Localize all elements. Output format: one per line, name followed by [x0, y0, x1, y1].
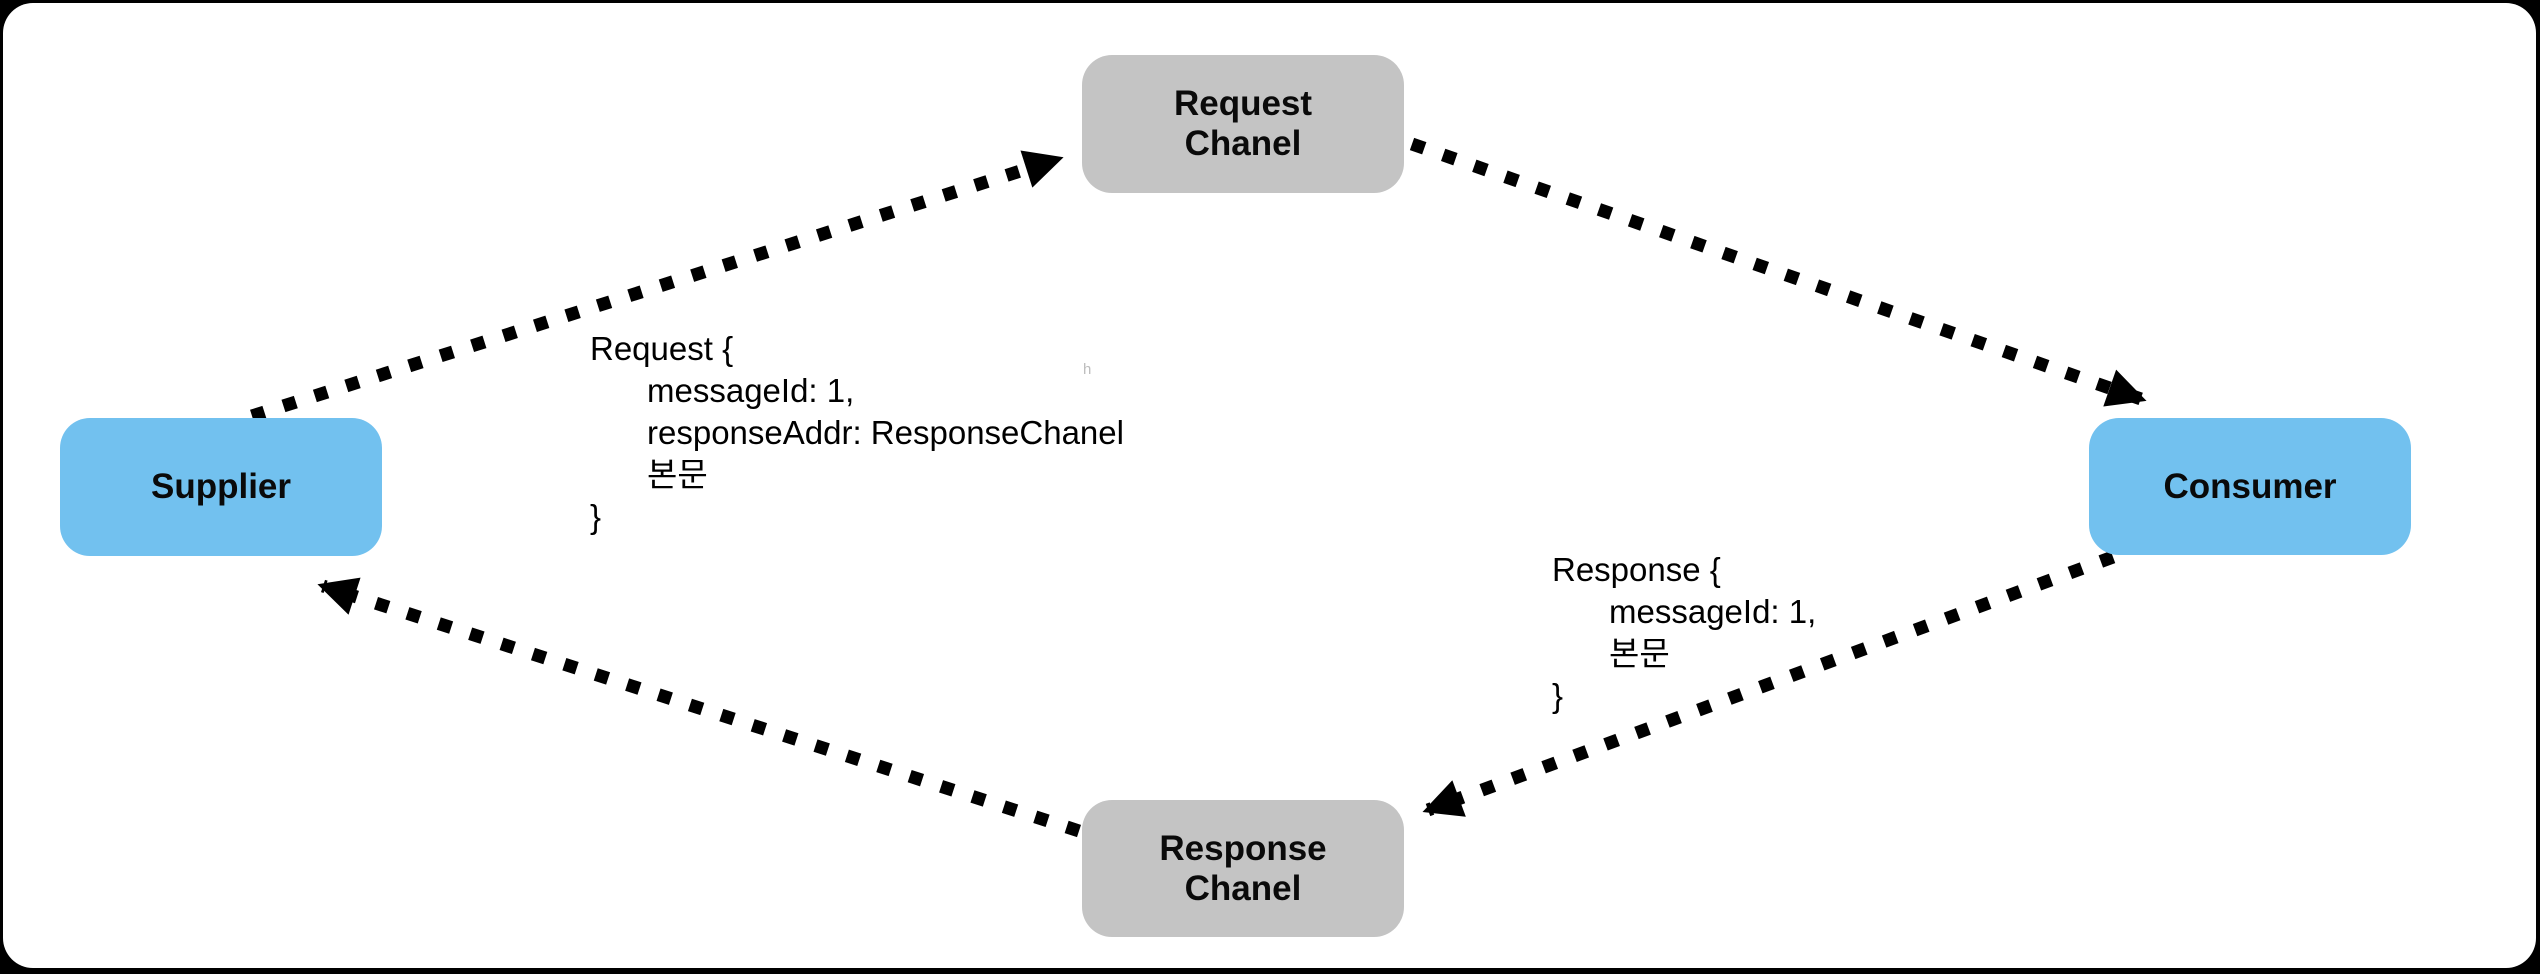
annotation-line: }: [1552, 677, 1564, 714]
node-response-channel[interactable]: Response Chanel: [1082, 800, 1404, 937]
annotation-line: messageId: 1,: [1609, 593, 1817, 630]
node-consumer[interactable]: Consumer: [2089, 418, 2411, 555]
node-response-channel-label-line2: Chanel: [1184, 868, 1302, 908]
node-response-channel-label-line1: Response: [1159, 828, 1327, 868]
annotation-line: }: [590, 498, 602, 535]
node-consumer-label: Consumer: [2163, 466, 2337, 506]
response-message-annotation[interactable]: Response { messageId: 1, 본문 }: [1552, 549, 1816, 717]
arrow-response-channel-to-supplier[interactable]: [317, 577, 1082, 838]
stray-mark: h: [1083, 361, 1092, 378]
annotation-line: 본문: [647, 456, 708, 493]
annotation-line: 본문: [1609, 635, 1670, 672]
annotation-line: messageId: 1,: [647, 372, 855, 409]
arrow-supplier-to-request-channel[interactable]: [250, 150, 1064, 423]
node-supplier[interactable]: Supplier: [60, 418, 382, 556]
node-request-channel-label-line1: Request: [1173, 84, 1313, 123]
arrow-consumer-to-response-channel[interactable]: [1422, 550, 2116, 817]
node-supplier-label: Supplier: [150, 467, 292, 506]
request-message-annotation[interactable]: Request { messageId: 1, responseAddr: Re…: [590, 328, 1124, 538]
annotation-line: responseAddr: ResponseChanel: [647, 414, 1124, 451]
node-request-channel-label-line2: Chanel: [1184, 124, 1302, 163]
annotation-line: Response {: [1552, 551, 1721, 588]
annotation-line: Request {: [590, 330, 734, 367]
arrow-request-channel-to-consumer[interactable]: [1409, 137, 2147, 407]
node-request-channel[interactable]: Request Chanel: [1082, 55, 1404, 193]
